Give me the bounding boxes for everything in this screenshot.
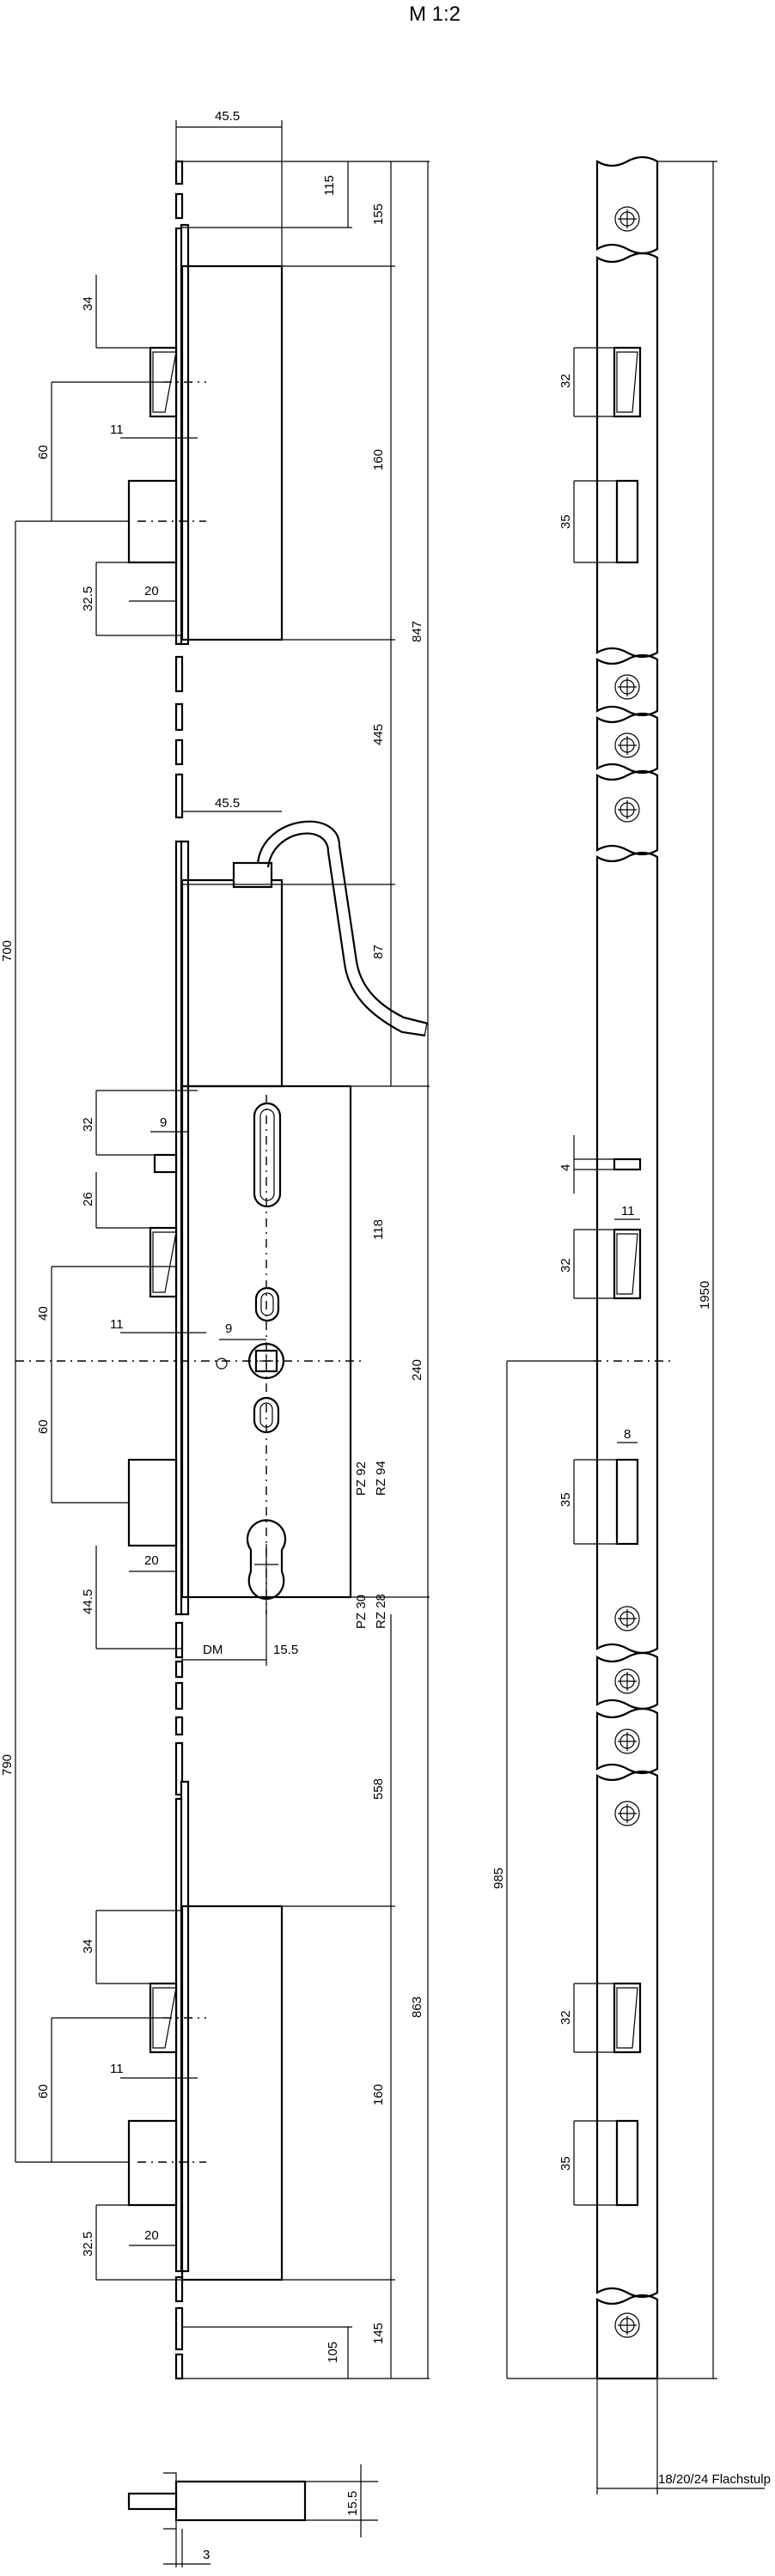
dim-overall-bottom: 863 <box>410 1996 424 2018</box>
dim-center-bolt: 32 <box>81 1117 95 1132</box>
dim-center-latch: 26 <box>81 1192 95 1206</box>
dim-case-center: 118 <box>371 1219 386 1240</box>
dim-top-bolt: 34 <box>81 296 95 311</box>
dim-hook: 87 <box>371 945 386 959</box>
faceplate-label: 18/20/24 Flachstulp <box>658 2472 771 2487</box>
center-lock-case <box>15 820 429 1614</box>
rz-94: RZ 94 <box>374 1461 388 1496</box>
dim-top-depth: 11 <box>110 422 124 437</box>
dim-center-depth: 11 <box>110 1317 124 1332</box>
dim-top-width: 45.5 <box>215 109 240 124</box>
screw-hole-icon <box>614 2312 640 2338</box>
dim-plate: 3 <box>203 2548 210 2562</box>
front-dimensions: 45.5 115 155 160 445 87 847 118 240 PZ 9… <box>0 109 430 2379</box>
screw-hole-icon <box>614 1728 640 1754</box>
dim-overall-top: 847 <box>410 621 424 642</box>
dim-gap-top: 445 <box>371 724 386 745</box>
dim-center-spacing: 40 <box>36 1306 51 1321</box>
dim-bottom-depth: 11 <box>110 2062 124 2076</box>
dim-strike-32-top: 32 <box>558 374 573 388</box>
dim-top-spacing: 60 <box>36 445 51 459</box>
dim-case-bottom: 160 <box>371 2084 386 2105</box>
section-detail: 15.5 3 <box>127 2464 378 2567</box>
dim-top-section: 155 <box>371 204 386 225</box>
dim-center-spacing-lower: 60 <box>36 1419 51 1434</box>
dim-center-bolt-width: 9 <box>160 1115 167 1130</box>
screw-hole-icon <box>614 797 640 823</box>
dim-mid-width: 45.5 <box>215 796 240 811</box>
pz-92: PZ 92 <box>354 1461 369 1496</box>
dim-follower-offset: 9 <box>225 1321 232 1336</box>
screw-hole-icon <box>614 674 640 700</box>
dim-center-to-bottom: 985 <box>491 1868 506 1889</box>
dim-strike-35-center: 35 <box>558 1492 573 1507</box>
dim-bottom-latch-width: 20 <box>144 2228 159 2243</box>
dim-bottom-offset: 105 <box>326 2342 340 2363</box>
dim-center-latch-width: 20 <box>144 1553 159 1568</box>
bottom-lock-case <box>127 1905 284 2281</box>
rz-28: RZ 28 <box>374 1594 388 1629</box>
side-view-strip <box>593 155 670 2380</box>
side-view-dimensions: 32 35 4 11 32 8 35 1950 985 32 <box>491 161 771 2494</box>
scale-title: M 1:2 <box>409 3 461 26</box>
dim-bottom-latch: 32.5 <box>81 2232 95 2257</box>
screw-hole-icon <box>614 732 640 758</box>
dim-thickness: 15.5 <box>345 2491 360 2516</box>
dim-top-latch-width: 20 <box>144 584 159 598</box>
dim-bottom-spacing: 60 <box>36 2084 51 2099</box>
dim-slot-4: 4 <box>558 1164 573 1171</box>
dim-strike-35-top: 35 <box>558 514 573 529</box>
pz-30: PZ 30 <box>354 1595 369 1629</box>
dim-bottom-bolt: 34 <box>81 1939 95 1953</box>
dim-strike-32-center: 32 <box>558 1258 573 1273</box>
dim-strike-32-bottom: 32 <box>558 2010 573 2025</box>
dim-distance-lower: 790 <box>0 1754 15 1776</box>
dim-top-offset: 115 <box>322 175 337 196</box>
dim-case-total: 240 <box>410 1359 424 1381</box>
dim-distance-upper: 700 <box>0 940 15 962</box>
dim-total-length: 1950 <box>698 1281 712 1309</box>
dim-strike-35-bottom: 35 <box>558 2156 573 2171</box>
dim-top-latch: 32.5 <box>81 586 95 611</box>
dim-width-11: 11 <box>621 1204 635 1218</box>
dm-value: 15.5 <box>273 1643 298 1657</box>
screw-hole-icon <box>614 1668 640 1694</box>
screw-hole-icon <box>614 1606 640 1631</box>
dim-bottom-section: 145 <box>371 2323 386 2344</box>
dim-cylinder-offset: 44.5 <box>81 1589 95 1614</box>
dm-label: DM <box>203 1643 223 1657</box>
dim-width-8: 8 <box>624 1427 631 1442</box>
dim-gap-bottom: 558 <box>371 1778 386 1800</box>
screw-hole-icon <box>614 206 640 232</box>
dim-case-top: 160 <box>371 449 386 471</box>
screw-hole-icon <box>614 1801 640 1826</box>
